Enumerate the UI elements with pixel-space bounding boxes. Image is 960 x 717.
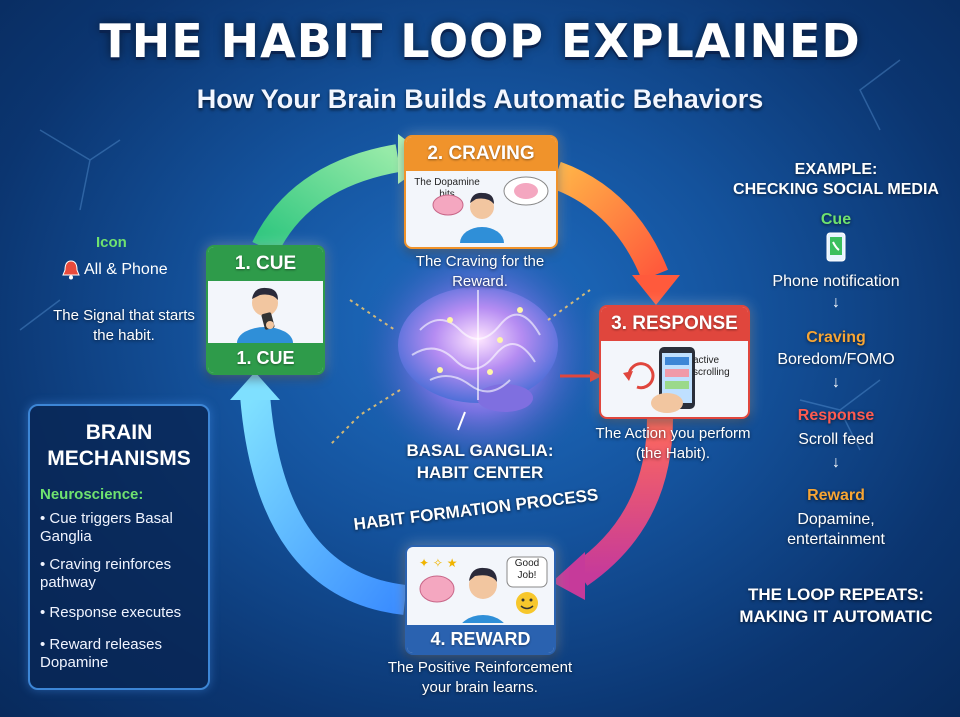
icon-label: Icon [96, 234, 127, 251]
icon-caption: All & Phone [84, 261, 168, 278]
phone-scroll-icon [623, 347, 695, 413]
reward-caption-line2: your brain learns. [422, 679, 538, 696]
craving-card-header: 2. CRAVING [406, 137, 556, 171]
example-reward-line2: entertainment [787, 531, 885, 548]
example-craving-text: Boredom/FOMO [777, 351, 895, 368]
cue-card: 1. CUE 1. CUE [206, 245, 325, 375]
response-card-header: 3. RESPONSE [601, 307, 748, 341]
brain-mechanisms-title-line1: BRAIN [85, 421, 153, 444]
craving-card: 2. CRAVING The Dopamine hits [404, 135, 558, 249]
example-cue-label: Cue [820, 211, 852, 228]
person-phone-icon [237, 287, 293, 345]
brain-mechanisms-panel: BRAIN MECHANISMS Neuroscience: • Cue tri… [28, 404, 210, 690]
star-icon: ✦ ✧ ★ [419, 556, 458, 570]
response-card: 3. RESPONSE active scrolling [599, 305, 750, 419]
reward-caption-line1: The Positive Reinforcement [387, 659, 573, 676]
cue-card-header: 1. CUE [208, 247, 323, 281]
bell-icon [62, 260, 80, 280]
example-title: EXAMPLE: CHECKING SOCIAL MEDIA [720, 160, 952, 200]
example-reward-label: Reward [807, 487, 865, 504]
brain-icon [398, 287, 558, 412]
example-reward-text: Dopamine, entertainment [720, 510, 952, 550]
craving-bubble-text: The Dopamine hits [414, 177, 480, 200]
mechanism-item: • Response executes [40, 604, 182, 621]
brain-mechanisms-title-line2: MECHANISMS [47, 447, 191, 470]
loop-repeats-text: THE LOOP REPEATS: MAKING IT AUTOMATIC [720, 584, 952, 628]
cue-card-footer: 1. CUE [208, 343, 323, 373]
phone-icon [826, 232, 846, 262]
arrow-icon: ↓ [832, 374, 840, 391]
icon-row: All & Phone [60, 257, 168, 283]
example-title-line2: CHECKING SOCIAL MEDIA [733, 181, 939, 198]
page-title: THE HABIT LOOP EXPLAINED [99, 14, 861, 68]
response-caption: The Action you perform (the Habit). [595, 425, 751, 462]
smiley-icon [516, 592, 538, 614]
page-subtitle: How Your Brain Builds Automatic Behavior… [196, 84, 764, 114]
reward-caption: The Positive Reinforcement your brain le… [360, 658, 600, 698]
reward-card: ✦ ✧ ★ Good Job! 4. REWARD [405, 545, 556, 655]
example-response-label: Response [797, 407, 875, 424]
mechanism-item: • Craving reinforces pathway [40, 556, 172, 591]
example-cue-text: Phone notification [772, 273, 900, 290]
basal-ganglia-label: BASAL GANGLIA: HABIT CENTER [395, 440, 565, 484]
thought-bubble-icon [503, 176, 549, 206]
neuroscience-label: Neuroscience: [40, 486, 144, 503]
example-craving-label: Craving [806, 329, 866, 346]
mechanism-item: • Cue triggers Basal Ganglia [40, 510, 173, 545]
signal-text: The Signal that starts the habit. [53, 307, 195, 344]
arrow-icon: ↓ [832, 294, 840, 311]
loop-repeats-line1: THE LOOP REPEATS: [747, 585, 924, 604]
arrow-icon: ↓ [832, 454, 840, 471]
craving-caption: The Craving for the Reward. [415, 253, 545, 290]
mechanism-item: • Reward releases Dopamine [40, 636, 162, 671]
reward-bubble-text: Good Job! [514, 558, 540, 581]
response-screen-text: active scrolling [693, 355, 730, 378]
brain-icon [432, 194, 464, 216]
reward-illustration: ✦ ✧ ★ [419, 556, 548, 623]
example-response-text: Scroll feed [798, 431, 874, 448]
reward-card-footer: 4. REWARD [407, 625, 554, 653]
brain-mechanisms-title: BRAIN MECHANISMS [30, 420, 208, 472]
person-icon [460, 192, 504, 243]
basal-ganglia-line2: HABIT CENTER [416, 463, 544, 482]
basal-ganglia-line1: BASAL GANGLIA: [406, 441, 554, 460]
example-title-line1: EXAMPLE: [794, 161, 878, 178]
example-reward-line1: Dopamine, [797, 511, 875, 528]
loop-repeats-line2: MAKING IT AUTOMATIC [739, 607, 933, 626]
